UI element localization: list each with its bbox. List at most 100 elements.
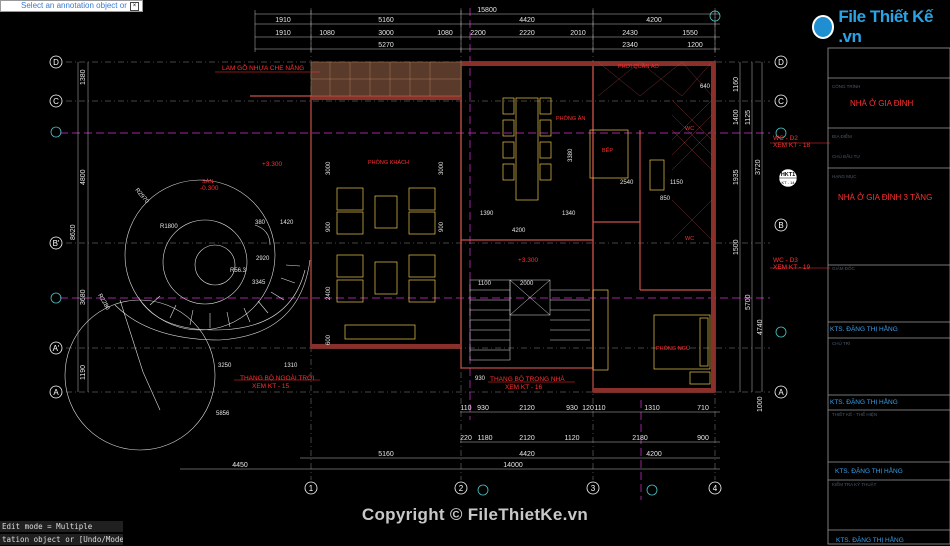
dim-bottom: 110 [594, 405, 605, 412]
designer-name-2: KTS. ĐẶNG THỊ HẰNG [830, 397, 898, 406]
room-label-bedroom: PHÒNG NGỦ [656, 345, 690, 352]
annotation-stair-in-ref: XEM KT - 16 [505, 384, 542, 391]
dim-bottom: 1120 [564, 435, 579, 442]
dim-top: 1200 [687, 42, 703, 49]
dim-bottom: 4200 [646, 451, 662, 458]
dim-inner: 900 [439, 221, 445, 232]
dim-inner: 2400 [326, 286, 332, 300]
dim-right: 3720 [755, 159, 762, 175]
annotation-stair-out: THANG BỘ NGOÀI TRỜI [240, 373, 315, 382]
annotation-lam-go: LAM GỖ NHỰA CHE NẮNG [222, 63, 304, 72]
copyright-watermark: Copyright © FileThietKe.vn [361, 505, 589, 524]
dim-inner: 2000 [520, 281, 534, 287]
timber-louvre-pattern [311, 62, 461, 96]
designer-name-1: KTS. ĐẶNG THỊ HẰNG [830, 324, 898, 333]
grid-label-right: A [778, 388, 784, 397]
svg-text:KIỂM TRA KỸ THUẬT: KIỂM TRA KỸ THUẬT [832, 481, 877, 487]
grid-label-right: C [778, 97, 784, 106]
detail-bubble-bottom: KT - 14 [781, 180, 795, 185]
annotation-wc-d3: WC - D3 [773, 257, 798, 264]
svg-text:CÔNG TRÌNH: CÔNG TRÌNH [832, 83, 860, 89]
dim-bottom: 1180 [477, 435, 492, 442]
svg-text:ĐỊA ĐIỂM: ĐỊA ĐIỂM [832, 133, 852, 139]
annotation-lines [215, 71, 830, 383]
room-label-wc1: WC [685, 126, 694, 132]
dimension-lines-left [77, 62, 89, 392]
dim-right: 1500 [733, 239, 740, 255]
dim-top: 3000 [378, 30, 394, 37]
dim-right: 1400 [733, 109, 740, 125]
dim-top: 4420 [519, 17, 535, 24]
designer-name-4: KTS. ĐẶNG THỊ HẰNG [836, 535, 904, 544]
grid-label-left: A' [53, 344, 60, 353]
dim-top-total: 15800 [477, 7, 497, 14]
designer-name-3: KTS. ĐẶNG THỊ HẰNG [835, 466, 903, 475]
dim-inner: 2920 [256, 256, 270, 262]
close-icon[interactable]: × [130, 2, 139, 11]
radius-label: R56.3 [230, 268, 247, 274]
grid-label-right: B [778, 221, 783, 230]
dim-bottom: 930 [566, 405, 578, 412]
dim-inner: 640 [700, 84, 711, 90]
title-block-line1: NHÀ Ở GIA ĐÌNH [850, 99, 914, 108]
dim-right: 5700 [745, 294, 752, 310]
annotation-wc-d2: WC - D2 [773, 135, 798, 142]
bedroom-furniture [592, 289, 711, 385]
dim-top: 5160 [378, 17, 394, 24]
detail-bubble [778, 168, 798, 188]
room-label-kitchen: BẾP [602, 147, 613, 154]
dining-furniture [502, 97, 552, 201]
dim-bottom: 710 [697, 405, 709, 412]
dim-bottom: 1310 [644, 405, 660, 412]
dim-inner: 4200 [512, 228, 526, 234]
dim-bottom: 2120 [519, 405, 535, 412]
dim-inner: 5856 [216, 411, 230, 417]
site-logo: File Thiết Kế .vn [812, 7, 950, 46]
dim-inner: 1420 [280, 220, 294, 226]
annotation-stair-in: THANG BỘ TRONG NHÀ [490, 374, 565, 383]
svg-text:CHỦ ĐẦU TƯ: CHỦ ĐẦU TƯ [832, 153, 860, 159]
dim-inner: 3380 [568, 148, 574, 162]
dim-inner: 1310 [284, 363, 298, 369]
dim-bottom: 4420 [519, 451, 535, 458]
logo-icon [812, 15, 835, 39]
room-label-living: PHÒNG KHÁCH [368, 159, 409, 166]
dim-left: 1190 [80, 365, 87, 380]
living-room-furniture [336, 187, 436, 340]
grid-bubbles-bottom [304, 481, 722, 495]
dim-top: 1080 [437, 30, 453, 37]
tooltip-text: Select an annotation object or [21, 1, 127, 10]
dim-top: 5270 [378, 42, 394, 49]
dim-top: 2430 [622, 30, 638, 37]
dim-top: 1910 [275, 30, 291, 37]
dim-bottom: 2180 [632, 435, 648, 442]
dim-top: 1550 [682, 30, 698, 37]
spiral-stair [64, 179, 311, 451]
dim-bottom: 900 [697, 435, 709, 442]
dim-right: 1160 [733, 77, 740, 92]
dim-inner: 3345 [252, 280, 266, 286]
grid-label-right: D [778, 58, 784, 67]
level-mark-1: +3.300 [262, 161, 282, 168]
level-mark-3: -0.300 [200, 185, 219, 192]
room-label-wc2: WC [685, 236, 694, 242]
command-input-line[interactable]: tation object or [Undo/Mode]: [0, 534, 123, 545]
room-label-terrace: SÂN [202, 178, 213, 185]
title-block-line2: NHÀ Ở GIA ĐÌNH 3 TẦNG [838, 192, 932, 202]
dim-bottom: 2120 [519, 435, 535, 442]
detail-bubble-top: HKT1 [781, 172, 795, 178]
dim-bottom: 110 [460, 405, 471, 412]
kitchen-furniture [589, 129, 665, 191]
dimension-lines-top [254, 10, 720, 52]
svg-text:THIẾT KẾ - THỂ HIỆN: THIẾT KẾ - THỂ HIỆN [832, 410, 877, 417]
dim-left: 3680 [80, 289, 87, 305]
dim-right: 1000 [757, 396, 764, 412]
wc-hatch [597, 61, 713, 241]
grid-label-bottom: 1 [309, 484, 314, 493]
annotation-stair-out-ref: XEM KT - 15 [252, 383, 289, 390]
dim-right: 1125 [745, 110, 752, 125]
dimension-lines-bottom [180, 411, 720, 470]
dim-right: 4740 [757, 319, 764, 335]
dim-top: 2340 [622, 42, 638, 49]
